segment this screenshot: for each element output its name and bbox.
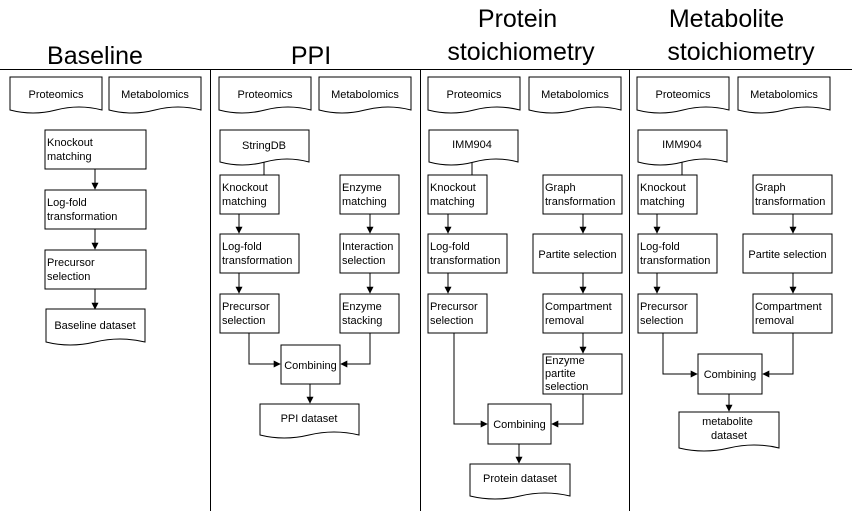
combining-label: Combining — [284, 360, 337, 372]
stringdb-label: StringDB — [242, 140, 286, 152]
column-title: Baseline — [47, 42, 143, 70]
proteomics-label: Proteomics — [446, 89, 502, 101]
metabolomics-source — [108, 76, 202, 114]
dataset-output — [259, 403, 360, 439]
knockout-matching-label: Knockout matching — [640, 182, 689, 208]
enzyme-stacking-label: Enzyme stacking — [342, 301, 385, 327]
compartment-removal-step — [542, 293, 623, 334]
enzyme-partite-selection-label: Enzyme partite selection — [545, 355, 588, 393]
metabolomics-source — [318, 76, 412, 114]
proteomics-source — [636, 76, 730, 114]
graph-transformation-label: Graph transformation — [545, 182, 615, 208]
column-protein-stoichiometry: Protein stoichiometry Proteomics Metabol… — [427, 5, 623, 500]
proteomics-label: Proteomics — [28, 89, 84, 101]
column-title: PPI — [291, 42, 331, 70]
knockout-matching-step — [427, 174, 488, 215]
graph-transformation-step — [752, 174, 833, 215]
precursor-step — [427, 293, 488, 334]
precursor-label: Precursor selection — [222, 301, 273, 327]
precursor-label: Precursor selection — [640, 301, 691, 327]
dataset-label: Protein dataset — [483, 473, 557, 485]
imm904-label: IMM904 — [662, 139, 702, 151]
log-fold-label: Log-fold transformation — [430, 241, 500, 267]
log-fold-step — [219, 233, 300, 274]
combining-label: Combining — [704, 369, 757, 381]
compartment-removal-label: Compartment removal — [545, 301, 615, 327]
compartment-removal-step — [752, 293, 833, 334]
arrow — [453, 333, 488, 428]
proteomics-source — [9, 76, 103, 114]
compartment-removal-label: Compartment removal — [755, 301, 825, 327]
proteomics-source — [218, 76, 312, 114]
arrow — [340, 333, 371, 368]
enzyme-matching-step — [339, 174, 400, 215]
log-fold-label: Log-fold transformation — [47, 197, 117, 223]
knockout-matching-step — [44, 129, 147, 170]
dataset-label: metabolite dataset — [702, 416, 756, 442]
knockout-matching-label: Knockout matching — [47, 137, 96, 163]
dataset-output — [469, 463, 571, 500]
dataset-output — [678, 411, 780, 452]
stringdb-source — [219, 129, 310, 166]
log-fold-step — [637, 233, 718, 274]
graph-transformation-step — [542, 174, 623, 215]
precursor-step — [637, 293, 698, 334]
metabolomics-source — [737, 76, 831, 114]
knockout-matching-step — [637, 174, 698, 215]
precursor-label: Precursor selection — [430, 301, 481, 327]
enzyme-partite-selection-step — [542, 353, 623, 395]
interaction-selection-label: Interaction selection — [342, 241, 396, 267]
metabolomics-label: Metabolomics — [121, 89, 189, 101]
knockout-matching-step — [219, 174, 280, 215]
imm904-source — [637, 129, 728, 166]
combining-label: Combining — [493, 419, 546, 431]
partite-selection-label: Partite selection — [748, 249, 826, 261]
proteomics-label: Proteomics — [237, 89, 293, 101]
dataset-output — [45, 308, 146, 346]
arrow — [248, 333, 281, 368]
column-ppi: PPI Proteomics Metabolomics StringDB Kno… — [218, 42, 412, 439]
dataset-label: Baseline dataset — [54, 320, 135, 332]
graph-transformation-label: Graph transformation — [755, 182, 825, 208]
precursor-step — [219, 293, 280, 334]
column-metabolite-stoichiometry: Metabolite stoichiometry Proteomics Meta… — [636, 5, 833, 452]
enzyme-stacking-step — [339, 293, 400, 334]
precursor-step — [44, 249, 147, 290]
metabolomics-source — [528, 76, 622, 114]
arrow — [551, 394, 584, 428]
interaction-selection-step — [339, 233, 400, 274]
combining-step — [697, 353, 763, 395]
proteomics-source — [427, 76, 521, 114]
enzyme-matching-label: Enzyme matching — [342, 182, 387, 208]
partite-selection-step — [742, 233, 833, 274]
knockout-matching-label: Knockout matching — [222, 182, 271, 208]
imm904-label: IMM904 — [452, 139, 492, 151]
partite-selection-label: Partite selection — [538, 249, 616, 261]
precursor-label: Precursor selection — [47, 257, 98, 283]
log-fold-step — [427, 233, 508, 274]
imm904-source — [428, 129, 519, 166]
log-fold-step — [44, 189, 147, 230]
arrow — [762, 333, 794, 378]
knockout-matching-label: Knockout matching — [430, 182, 479, 208]
column-title: Protein stoichiometry — [447, 5, 595, 66]
dataset-label: PPI dataset — [281, 413, 338, 425]
metabolomics-label: Metabolomics — [331, 89, 399, 101]
combining-step — [280, 344, 341, 385]
proteomics-label: Proteomics — [655, 89, 711, 101]
arrow — [662, 333, 698, 378]
partite-selection-step — [532, 233, 623, 274]
log-fold-label: Log-fold transformation — [640, 241, 710, 267]
column-title: Metabolite stoichiometry — [667, 5, 815, 66]
log-fold-label: Log-fold transformation — [222, 241, 292, 267]
metabolomics-label: Metabolomics — [541, 89, 609, 101]
column-baseline: Baseline Proteomics Metabolomics Knockou… — [9, 42, 202, 346]
metabolomics-label: Metabolomics — [750, 89, 818, 101]
